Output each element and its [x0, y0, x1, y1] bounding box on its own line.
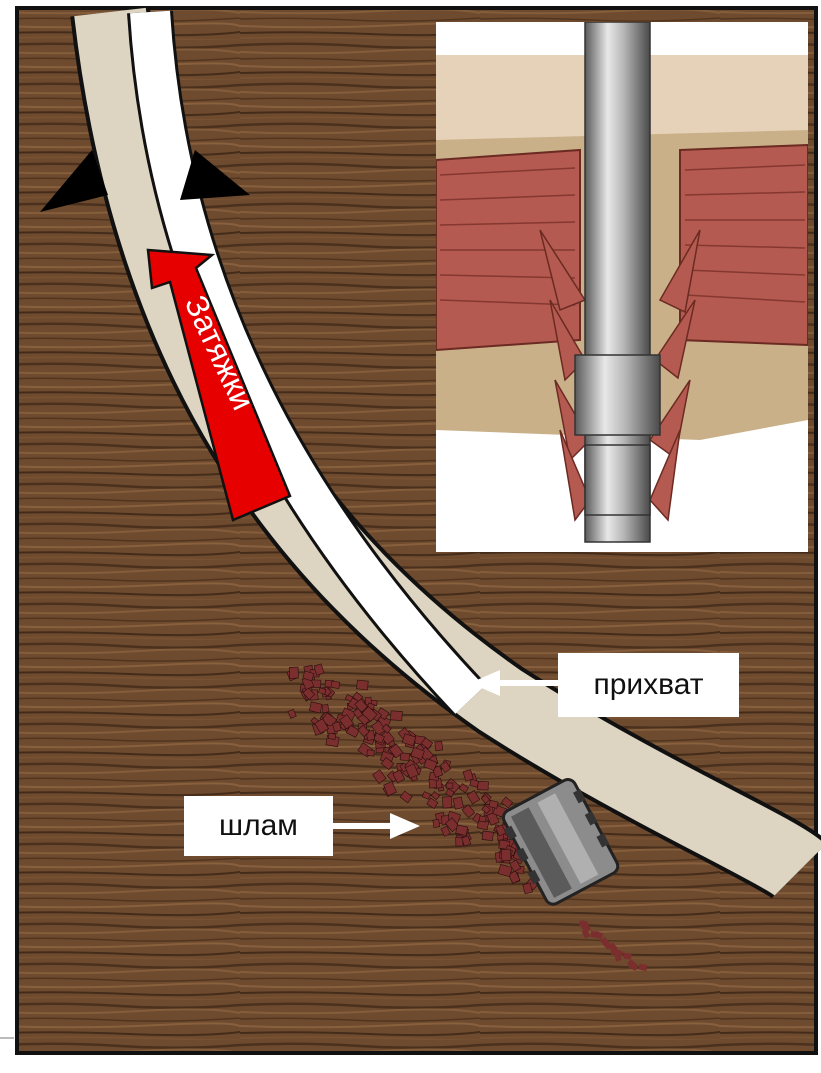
cutting-fragment — [479, 816, 486, 822]
cutting-fragment — [489, 800, 498, 808]
cutting-fragment — [356, 680, 368, 690]
cutting-fragment — [331, 681, 340, 689]
cutting-fragment — [433, 819, 440, 827]
cutting-fragment — [328, 733, 336, 739]
cutting-fragment — [478, 781, 489, 790]
cutting-fragment — [322, 704, 329, 713]
cutting-fragment — [501, 849, 510, 861]
cutting-fragment — [623, 953, 631, 960]
cutting-fragment — [446, 783, 453, 788]
cutting-fragment — [435, 741, 443, 751]
cutting-fragment — [482, 831, 494, 841]
cutting-fragment — [456, 825, 468, 836]
cutting-fragment — [390, 711, 402, 721]
cutting-fragment — [367, 750, 375, 756]
cuttings-label: шлам — [184, 796, 333, 856]
cutting-fragment — [442, 797, 451, 808]
stuck-label: прихват — [558, 653, 739, 717]
stuck-pipe-inset — [436, 22, 808, 552]
cutting-fragment — [289, 667, 298, 678]
